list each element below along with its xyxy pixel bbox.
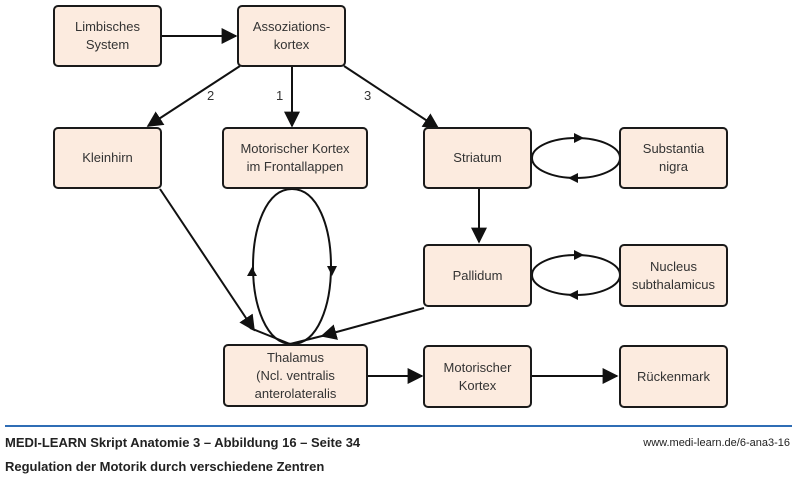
node-assoziationskortex: Assoziations- kortex	[237, 5, 346, 67]
loop-arrow-left	[568, 173, 578, 183]
edge-association-to-striatum	[343, 65, 440, 129]
edge-label-2: 2	[207, 88, 214, 103]
edge-label-1: 1	[276, 88, 283, 103]
footer-subtitle: Regulation der Motorik durch verschieden…	[5, 459, 325, 474]
loop-arrow-right-2	[574, 250, 584, 260]
footer-title: MEDI-LEARN Skript Anatomie 3 – Abbildung…	[5, 435, 361, 450]
node-pallidum: Pallidum	[423, 244, 532, 307]
node-nucleus-subthalamicus: Nucleus subthalamicus	[619, 244, 728, 307]
edge-label-3: 3	[364, 88, 371, 103]
edge-cerebellum-thalamus-join	[249, 327, 291, 345]
edge-association-to-cerebellum	[146, 65, 241, 127]
edge-pallidum-thalamus-join	[289, 334, 327, 345]
loop-arrow-down	[327, 266, 337, 276]
edge-pallidum-to-thalamus	[320, 307, 425, 340]
loop-arrow-left-2	[568, 290, 578, 300]
footer-divider	[5, 425, 792, 427]
node-kleinhirn: Kleinhirn	[53, 127, 162, 189]
loop-arrow-right	[574, 133, 584, 143]
loop-thalamus-motor-cortex	[252, 188, 332, 346]
node-limbisches-system: Limbisches System	[53, 5, 162, 67]
loop-pallidum-subthalamic	[531, 254, 621, 296]
node-substantia-nigra: Substantia nigra	[619, 127, 728, 189]
loop-striatum-nigra	[531, 137, 621, 179]
node-striatum: Striatum	[423, 127, 532, 189]
edge-cerebellum-to-thalamus	[159, 188, 255, 332]
node-motorischer-kortex-frontallappen: Motorischer Kortex im Frontallappen	[222, 127, 368, 189]
loop-arrow-up	[247, 267, 257, 276]
node-motorischer-kortex: Motorischer Kortex	[423, 345, 532, 408]
footer-url[interactable]: www.medi-learn.de/6-ana3-16	[643, 437, 790, 449]
node-rueckenmark: Rückenmark	[619, 345, 728, 408]
node-thalamus: Thalamus (Ncl. ventralis anterolateralis	[223, 344, 368, 407]
